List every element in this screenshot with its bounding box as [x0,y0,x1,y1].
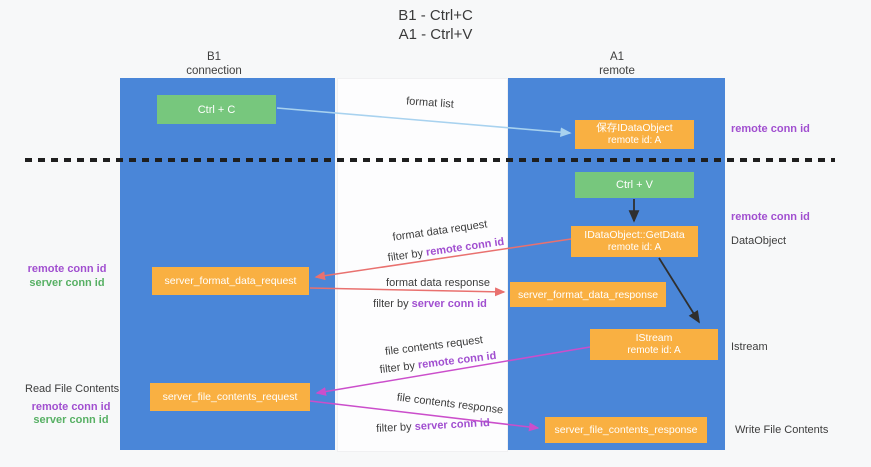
istream-line2: remote id: A [627,345,681,356]
idataobject-getdata-box: IDataObject::GetData remote id: A [571,226,698,257]
server-format-data-response-label: server_format_data_response [517,288,659,301]
server-conn-id-left-2: server conn id [33,414,109,426]
save-idataobject-line2: remote id: A [607,135,662,146]
column-header-a1: A1 remote [557,50,677,78]
istream-side-label: Istream [731,341,768,353]
page-title: B1 - Ctrl+C A1 - Ctrl+V [0,6,871,44]
remote-conn-id-left-2: remote conn id [31,400,111,413]
server-conn-id-text: server conn id [411,298,487,310]
istream-box: IStream remote id: A [590,329,718,360]
getdata-line2: remote id: A [607,242,662,253]
server-file-contents-response-label: server_file_contents_response [554,424,698,436]
filter-by-server-conn-id-label-1: filter by server conn id [373,298,487,310]
title-line-2: A1 - Ctrl+V [398,26,473,43]
format-data-response-label: format data response [386,277,490,289]
remote-conn-id-right-1: remote conn id [731,123,810,135]
server-file-contents-request-box: server_file_contents_request [150,383,310,411]
server-format-data-request-label: server_format_data_request [164,275,297,287]
remote-conn-id-right-2: remote conn id [731,211,810,223]
remote-conn-id-left-1: remote conn id [27,263,107,275]
column-b1-role: connection [186,65,242,77]
filter-by-text: filter by [373,298,409,310]
server-conn-id-left-1: server conn id [29,276,105,289]
column-header-b1: B1 connection [154,50,274,78]
dashed-divider [25,158,835,162]
read-file-contents-label: Read File Contents [25,383,120,395]
server-format-data-request-box: server_format_data_request [152,267,309,295]
left-read-group: Read File Contents remote conn id server… [25,383,120,428]
filter-by-text: filter by [375,421,412,435]
save-idataobject-line1: 保存IDataObject [596,122,673,134]
server-format-data-response-box: server_format_data_response [510,282,666,307]
column-a1-name: A1 [609,51,625,63]
left-conn-id-group-1: remote conn id server conn id [25,263,109,290]
title-line-1: B1 - Ctrl+C [398,7,473,24]
getdata-line1: IDataObject::GetData [584,229,685,241]
server-file-contents-response-box: server_file_contents_response [545,417,707,443]
ctrl-v-label: Ctrl + V [616,179,653,191]
istream-line1: IStream [635,332,673,344]
dataobject-label: DataObject [731,235,787,247]
save-idataobject-box: 保存IDataObject remote id: A [575,120,694,149]
ctrl-c-box: Ctrl + C [157,95,276,124]
ctrl-c-label: Ctrl + C [197,103,236,116]
column-b1-name: B1 [206,51,222,63]
ctrl-v-box: Ctrl + V [575,172,694,198]
column-a1-role: remote [599,65,635,77]
server-file-contents-request-label: server_file_contents_request [162,391,298,403]
write-file-contents-label: Write File Contents [735,424,829,436]
